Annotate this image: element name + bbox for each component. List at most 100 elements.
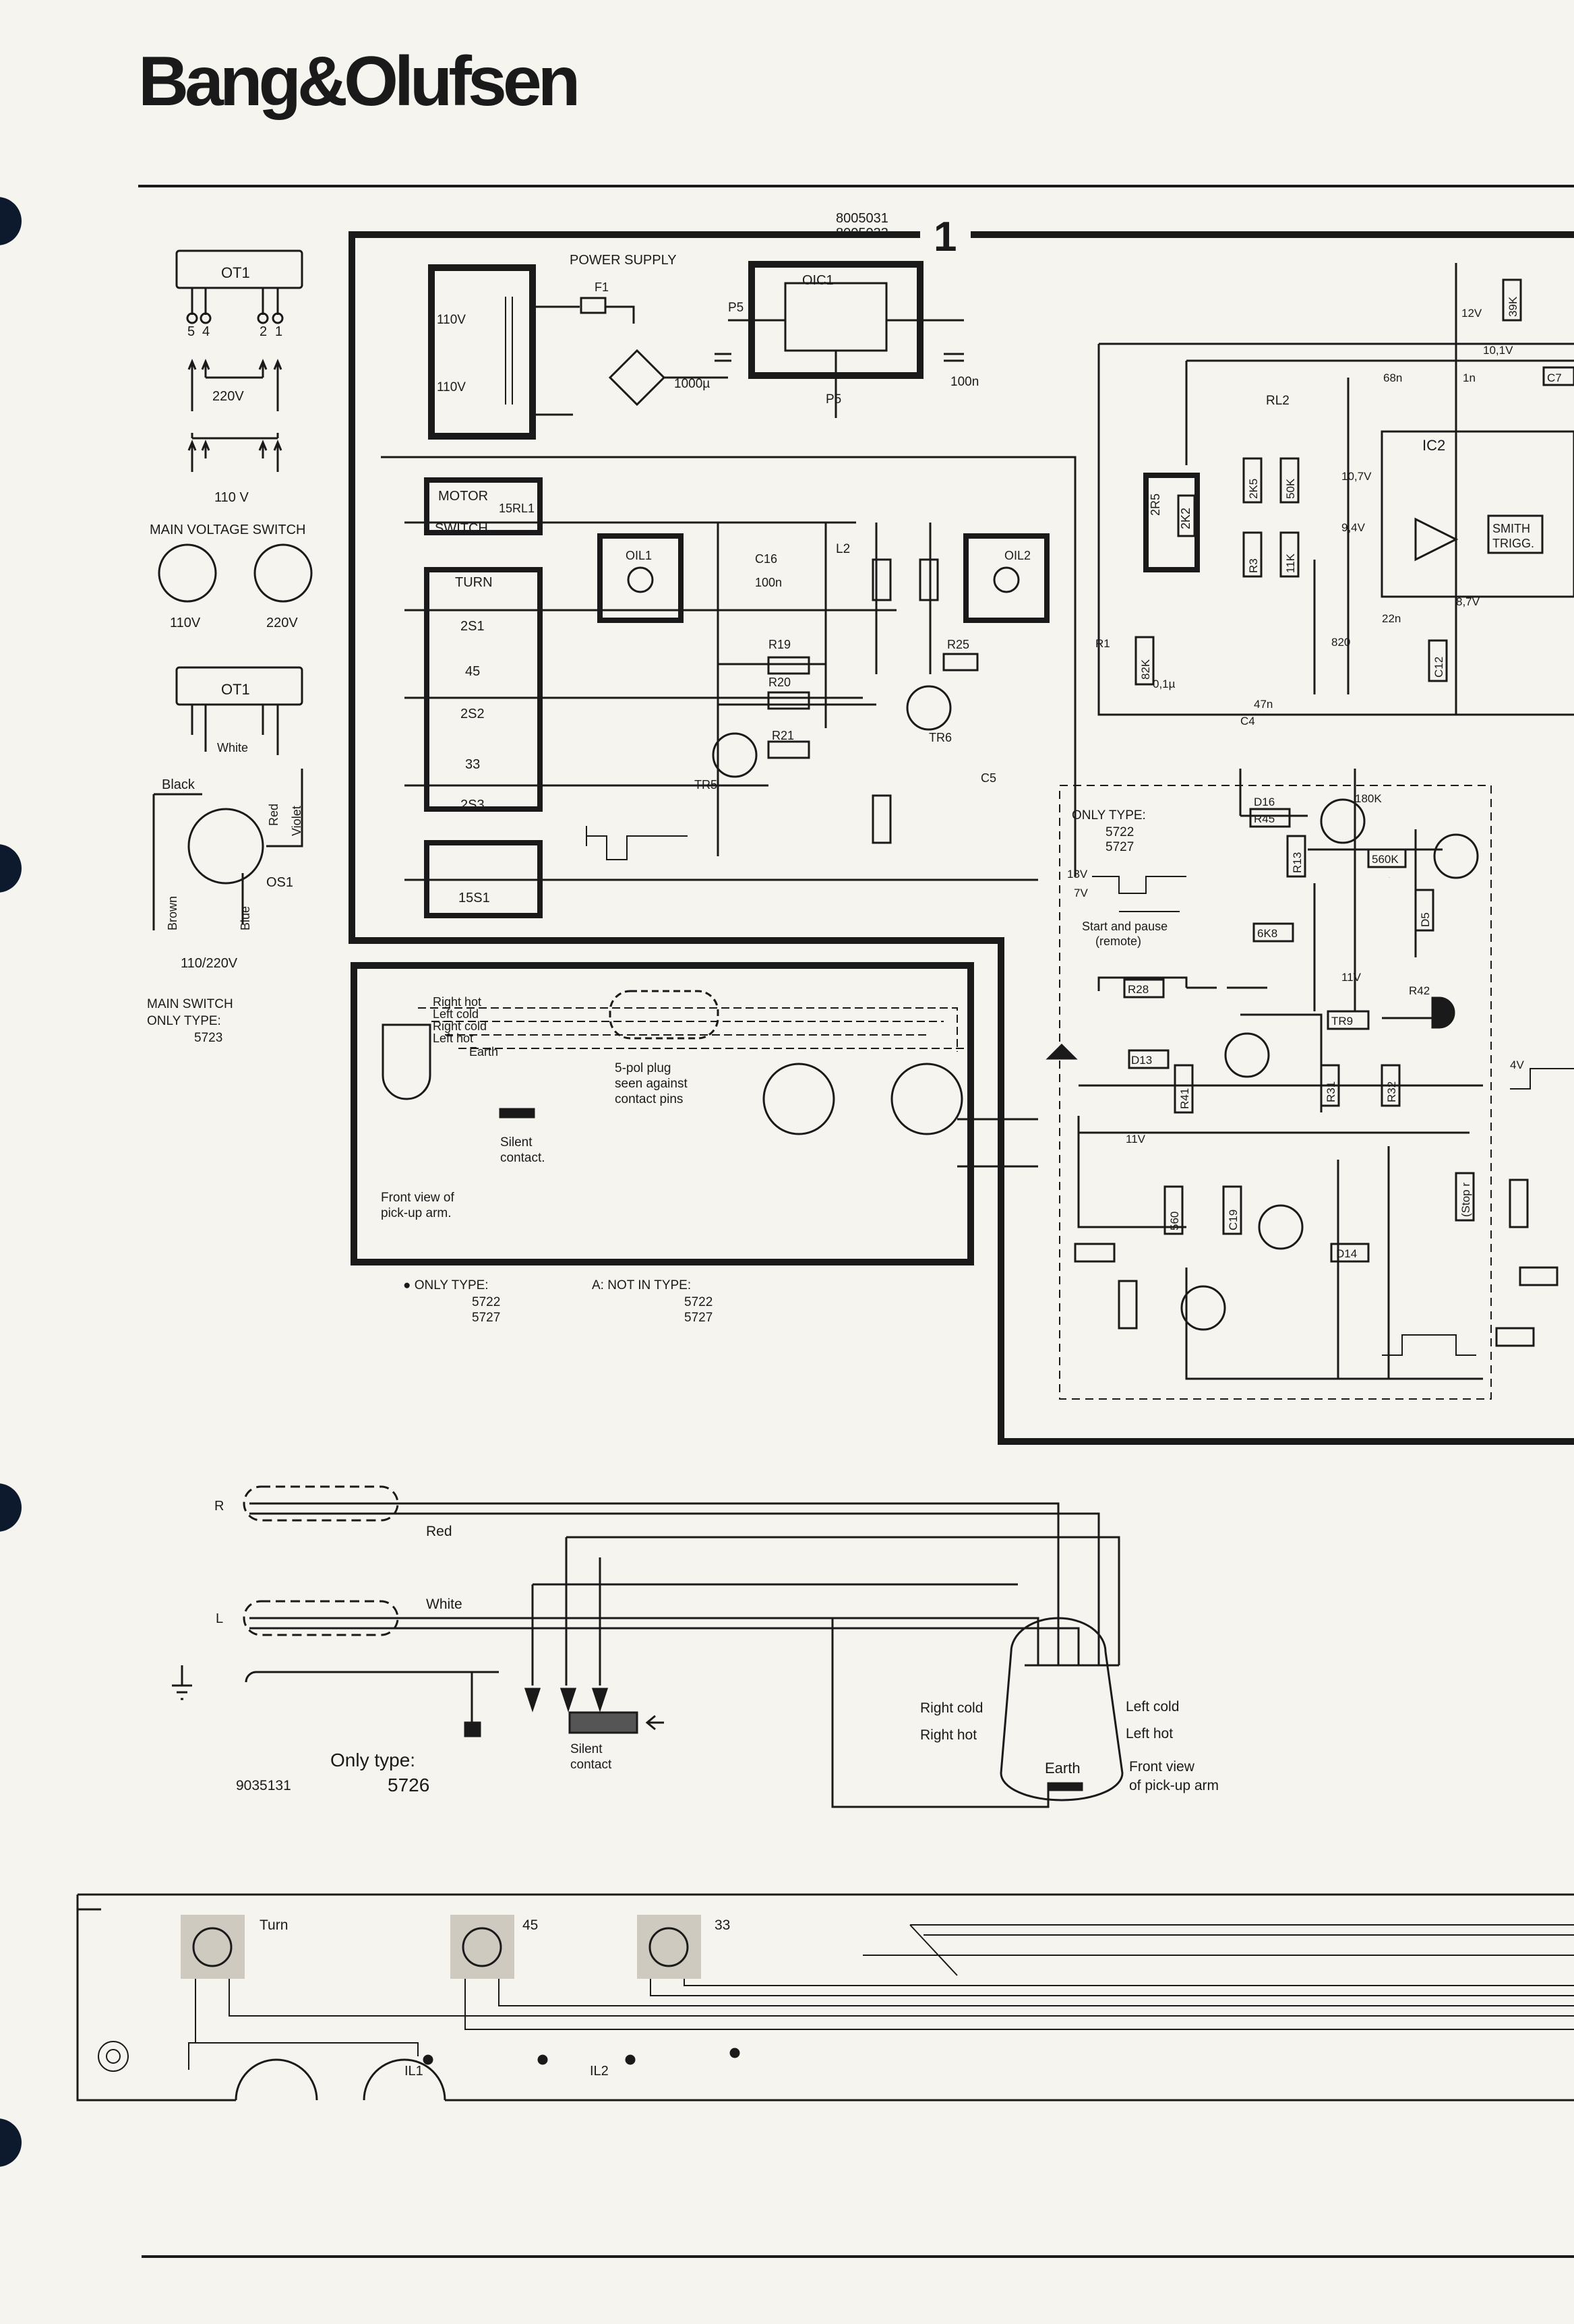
svg-text:1000µ: 1000µ bbox=[674, 377, 710, 391]
svg-text:OS1: OS1 bbox=[266, 875, 293, 890]
svg-text:220V: 220V bbox=[266, 616, 298, 630]
svg-text:Front view: Front view bbox=[1129, 1759, 1195, 1775]
svg-text:White: White bbox=[217, 741, 248, 754]
svg-text:2S3: 2S3 bbox=[460, 798, 485, 812]
svg-text:OT1: OT1 bbox=[221, 264, 250, 281]
svg-text:OIL2: OIL2 bbox=[1004, 549, 1031, 562]
svg-text:Red: Red bbox=[426, 1524, 452, 1539]
svg-text:C7: C7 bbox=[1547, 371, 1562, 384]
svg-text:R25: R25 bbox=[947, 638, 969, 651]
svg-text:110V: 110V bbox=[437, 313, 466, 327]
svg-text:110/220V: 110/220V bbox=[181, 956, 238, 971]
svg-text:Silent: Silent bbox=[570, 1742, 603, 1756]
svg-text:R20: R20 bbox=[768, 676, 791, 689]
svg-text:Start and pause: Start and pause bbox=[1082, 920, 1168, 933]
svg-text:5727: 5727 bbox=[472, 1311, 500, 1325]
svg-text:110V: 110V bbox=[437, 380, 466, 394]
svg-text:13V: 13V bbox=[1067, 868, 1088, 881]
svg-text:5722: 5722 bbox=[472, 1295, 500, 1309]
svg-text:SMITH: SMITH bbox=[1492, 522, 1530, 535]
svg-text:5726: 5726 bbox=[388, 1775, 429, 1795]
svg-text:contact pins: contact pins bbox=[615, 1092, 683, 1106]
svg-text:R41: R41 bbox=[1178, 1088, 1191, 1109]
svg-text:2: 2 bbox=[260, 324, 267, 339]
svg-text:OT1: OT1 bbox=[221, 681, 250, 698]
svg-text:11K: 11K bbox=[1284, 553, 1297, 573]
svg-text:820: 820 bbox=[1331, 636, 1350, 649]
svg-text:R42: R42 bbox=[1409, 984, 1430, 997]
svg-text:10,1V: 10,1V bbox=[1483, 344, 1513, 357]
svg-text:Turn: Turn bbox=[260, 1917, 288, 1933]
svg-text:45: 45 bbox=[465, 664, 480, 679]
svg-text:82K: 82K bbox=[1139, 659, 1152, 680]
svg-text:IL2: IL2 bbox=[590, 2064, 609, 2079]
svg-text:P5: P5 bbox=[826, 392, 841, 407]
svg-text:68n: 68n bbox=[1383, 371, 1402, 384]
power-supply: POWER SUPPLY 110V 110V OIC1 1000µ 100n F… bbox=[428, 253, 979, 440]
svg-text:4V: 4V bbox=[1510, 1059, 1524, 1071]
svg-text:TRIGG.: TRIGG. bbox=[1492, 537, 1534, 550]
svg-text:RL2: RL2 bbox=[1266, 394, 1290, 408]
svg-text:47n: 47n bbox=[1254, 698, 1273, 711]
svg-text:1n: 1n bbox=[1463, 371, 1476, 384]
pcb-strip: Turn 45 33 IL1 IL2 bbox=[76, 1893, 1574, 2102]
svg-text:D16: D16 bbox=[1254, 796, 1275, 808]
svg-text:Blue: Blue bbox=[239, 906, 252, 930]
svg-text:seen against: seen against bbox=[615, 1077, 688, 1091]
brand-logo: Bang&Olufsen bbox=[138, 42, 580, 121]
svg-text:4: 4 bbox=[202, 324, 210, 339]
svg-text:R31: R31 bbox=[1325, 1081, 1337, 1102]
svg-text:R13: R13 bbox=[1291, 852, 1304, 873]
svg-text:D5: D5 bbox=[1419, 912, 1432, 927]
svg-text:Right cold: Right cold bbox=[920, 1700, 983, 1716]
svg-text:P5: P5 bbox=[728, 301, 744, 315]
svg-text:R: R bbox=[214, 1499, 224, 1514]
svg-text:pick-up arm.: pick-up arm. bbox=[381, 1206, 452, 1220]
svg-text:IL1: IL1 bbox=[404, 2064, 423, 2079]
svg-text:Left cold: Left cold bbox=[1126, 1699, 1179, 1715]
svg-text:45: 45 bbox=[522, 1917, 538, 1933]
svg-text:OIC1: OIC1 bbox=[802, 273, 834, 288]
svg-text:5727: 5727 bbox=[1106, 840, 1134, 854]
svg-text:1: 1 bbox=[275, 324, 282, 339]
svg-text:Front view of: Front view of bbox=[381, 1191, 454, 1205]
svg-text:A: NOT IN TYPE:: A: NOT IN TYPE: bbox=[592, 1278, 691, 1292]
schematic-frame bbox=[349, 231, 1574, 1445]
svg-text:15RL1: 15RL1 bbox=[499, 502, 535, 515]
svg-text:Left hot: Left hot bbox=[1126, 1726, 1173, 1741]
svg-text:TR1: TR1 bbox=[1389, 877, 1390, 878]
cable-diagram: R L Red White Silent contact Only type: … bbox=[172, 1485, 1219, 1808]
svg-text:R28: R28 bbox=[1128, 983, 1149, 996]
svg-text:10,7V: 10,7V bbox=[1341, 470, 1372, 483]
svg-text:11V: 11V bbox=[1341, 971, 1362, 984]
svg-text:OIL1: OIL1 bbox=[626, 549, 652, 562]
svg-text:C5: C5 bbox=[981, 771, 996, 785]
svg-text:● ONLY TYPE:: ● ONLY TYPE: bbox=[403, 1278, 489, 1292]
svg-text:R32: R32 bbox=[1385, 1081, 1398, 1102]
svg-text:560: 560 bbox=[1168, 1212, 1181, 1230]
svg-text:Left cold: Left cold bbox=[433, 1007, 479, 1021]
svg-text:5: 5 bbox=[187, 324, 195, 339]
svg-text:MAIN SWITCH: MAIN SWITCH bbox=[147, 997, 233, 1011]
svg-text:5722: 5722 bbox=[684, 1295, 713, 1309]
svg-text:2K2: 2K2 bbox=[1179, 508, 1192, 529]
svg-text:Earth: Earth bbox=[469, 1045, 498, 1059]
svg-text:Right hot: Right hot bbox=[433, 995, 481, 1009]
svg-text:R45: R45 bbox=[1254, 812, 1275, 825]
svg-text:6K8: 6K8 bbox=[1257, 927, 1277, 940]
svg-text:Silent: Silent bbox=[500, 1135, 533, 1150]
svg-text:R3: R3 bbox=[1247, 558, 1260, 573]
svg-text:contact: contact bbox=[570, 1758, 612, 1772]
svg-text:110 V: 110 V bbox=[214, 490, 249, 505]
svg-text:Violet: Violet bbox=[290, 806, 303, 836]
svg-text:5727: 5727 bbox=[684, 1311, 713, 1325]
svg-text:TURN: TURN bbox=[455, 575, 493, 590]
svg-text:9035131: 9035131 bbox=[236, 1778, 291, 1793]
svg-text:2K5: 2K5 bbox=[1247, 479, 1260, 499]
svg-text:7V: 7V bbox=[1074, 887, 1088, 899]
svg-text:R19: R19 bbox=[768, 638, 791, 651]
switches-block: MOTOR 15RL1 SWITCH TURN 2S1 45 2S2 33 2S… bbox=[381, 456, 1077, 992]
svg-text:D13: D13 bbox=[1131, 1054, 1152, 1067]
svg-text:220V: 220V bbox=[212, 389, 244, 404]
